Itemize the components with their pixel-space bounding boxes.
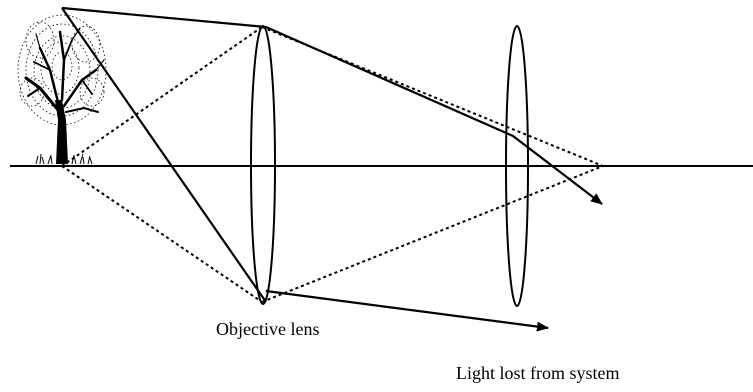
tree-icon <box>17 14 107 165</box>
dotted-rays <box>61 26 604 303</box>
objective-lens-label: Objective lens <box>216 319 320 339</box>
objective-lens <box>250 25 276 305</box>
light-lost-label: Light lost from system <box>456 363 620 383</box>
solid-rays <box>61 6 603 332</box>
second-lens <box>505 25 529 307</box>
